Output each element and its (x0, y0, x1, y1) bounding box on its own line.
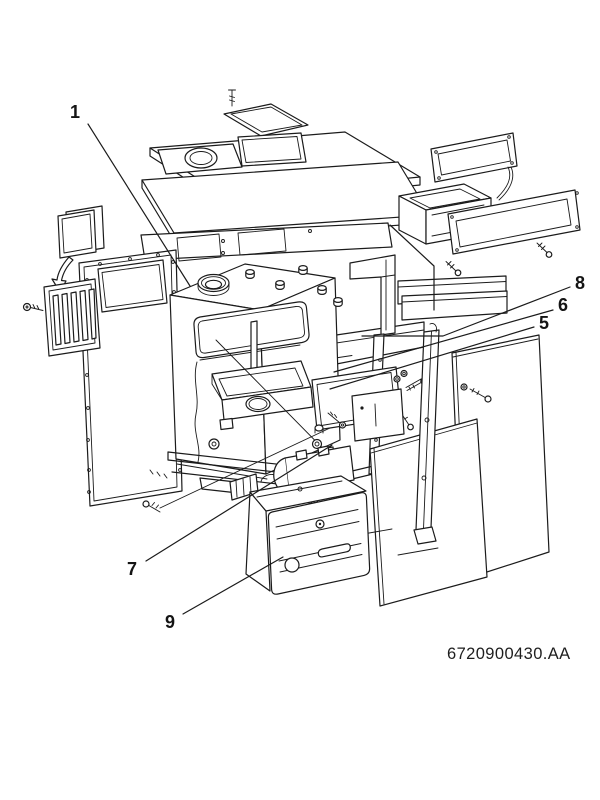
right-panels-group (351, 323, 550, 607)
left-panel-group (22, 205, 183, 513)
control-box-group (229, 445, 371, 595)
control-panel-group (398, 132, 581, 277)
callout-5: 5 (538, 313, 550, 333)
callout-9: 9 (164, 612, 176, 632)
callout-6: 6 (557, 295, 569, 315)
leader-lines-group (87, 123, 571, 615)
callout-8: 8 (574, 273, 586, 293)
document-number: 6720900430.AA (447, 645, 571, 663)
callout-1: 1 (69, 102, 81, 122)
top-cover-group (141, 89, 431, 242)
burner-bracket-group (211, 320, 314, 431)
callout-7: 7 (126, 559, 138, 579)
